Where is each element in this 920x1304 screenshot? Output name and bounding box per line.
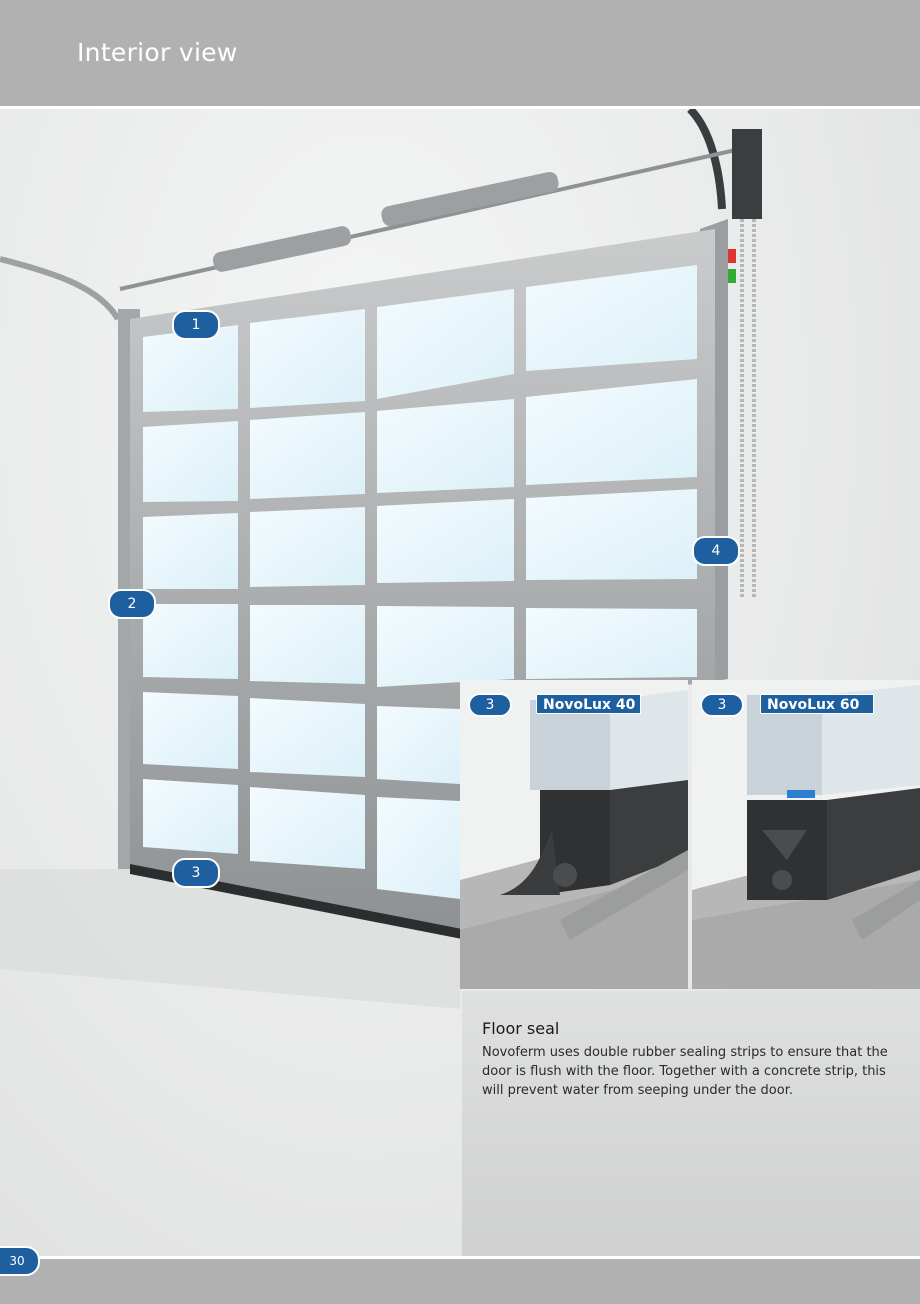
detail-novolux-60: 3 NovoLux 60: [692, 680, 920, 989]
callout-badge-3: 3: [172, 858, 220, 888]
page-number-badge: 30: [0, 1246, 40, 1276]
floor-seal-description: Novoferm uses double rubber sealing stri…: [482, 1045, 888, 1098]
detail-badge-novolux-60: 3: [700, 693, 744, 717]
callout-badge-1: 1: [172, 310, 220, 340]
page-header: Interior view: [0, 0, 920, 109]
novolux-60-profile-image: [692, 680, 920, 989]
detail-label-novolux-60: NovoLux 60: [760, 694, 874, 714]
novolux-40-profile-image: [460, 680, 688, 989]
garage-door-illustration: [0, 109, 762, 1009]
detail-novolux-40: 3 NovoLux 40: [460, 680, 688, 989]
page-footer: [0, 1256, 920, 1304]
callout-badge-4: 4: [692, 536, 740, 566]
floor-seal-panel: Floor seal Novoferm uses double rubber s…: [462, 991, 920, 1256]
detail-label-novolux-40: NovoLux 40: [536, 694, 641, 714]
page-title: Interior view: [77, 38, 238, 67]
detail-badge-novolux-40: 3: [468, 693, 512, 717]
callout-badge-2: 2: [108, 589, 156, 619]
floor-seal-heading: Floor seal: [482, 1019, 560, 1038]
